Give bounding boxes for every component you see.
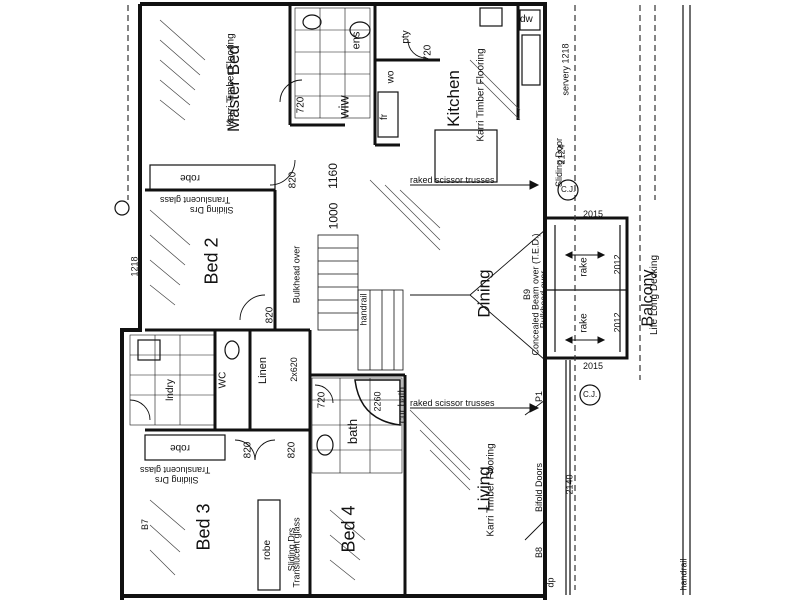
bulkhead-label: Bulkhead over: [291, 245, 302, 304]
truss-arrows: [410, 180, 606, 413]
room-wo: wo: [385, 70, 397, 84]
dim-2015-a: 2015: [583, 209, 604, 219]
handrail-edge: handrail: [678, 558, 689, 591]
toilet-wc: [224, 340, 240, 360]
dim-2x620: 2x620: [288, 357, 299, 382]
translucent-2: Translucent glass: [140, 465, 211, 475]
room-bed4: Bed 4: [338, 505, 359, 553]
b9-label: B9: [522, 288, 533, 301]
sliding-drs-1: Sliding Drs: [190, 205, 234, 215]
sliding-drs-2: Sliding Drs: [155, 475, 199, 485]
servery-label: servery 1218: [560, 43, 571, 96]
translucent-1: Translucent glass: [160, 195, 231, 205]
sink: [521, 34, 541, 86]
corner-bath: [354, 379, 401, 426]
kitchen-floor-label: Karri Timber Flooring: [475, 48, 487, 142]
toilet-ens: [302, 14, 322, 30]
dim-720-c: 720: [316, 391, 328, 409]
rake-1: rake: [578, 257, 590, 277]
bulkhead-over2-label: Bulkhead over: [538, 270, 549, 329]
room-bed2: Bed 2: [201, 237, 222, 285]
bath-tiles: [311, 377, 403, 474]
ensuite-tiles: [294, 7, 371, 119]
balcony-outline: [543, 216, 629, 360]
room-bath: bath: [345, 418, 361, 445]
dw-label: dw: [520, 14, 533, 25]
room-bed3: Bed 3: [193, 503, 214, 551]
cj-bottom: [579, 384, 601, 406]
room-lndry: lndry: [164, 379, 176, 401]
eaves-lines: [127, 5, 656, 590]
dp-label: dp: [545, 577, 556, 588]
basin-bath: [316, 434, 334, 456]
bifold-label: Bifold Doors: [534, 462, 545, 513]
staircase: [317, 234, 404, 371]
rake-2: rake: [578, 313, 590, 333]
basin-ens: [349, 21, 371, 39]
robe-bed4: [257, 499, 281, 591]
cj-top: [557, 179, 579, 201]
dim-2260: 2260: [372, 391, 383, 412]
laundry-tiles: [129, 334, 216, 426]
ceiling-hatching: [149, 19, 521, 581]
fridge: [377, 91, 399, 138]
room-pty: pty: [400, 30, 412, 44]
balcony-floor-label: Life Long Decking: [649, 254, 661, 336]
dim-2124: 2124: [556, 144, 567, 165]
kitchen-island: [434, 129, 498, 183]
door-swings: [129, 39, 427, 461]
room-ens: ens: [350, 31, 363, 50]
cj-left: [114, 200, 130, 216]
translucent-3: Translucent glass: [291, 517, 302, 588]
room-kitchen: Kitchen: [443, 70, 463, 127]
dim-820-a: 820: [287, 171, 299, 189]
dim-1000: 1000: [326, 202, 341, 230]
dim-2012-b: 2012: [612, 312, 623, 333]
robe-master: [149, 164, 276, 191]
b8-label: B8: [534, 546, 545, 559]
cnr-bath-label: cnr bath: [397, 386, 409, 424]
living-floor-label: Karri Timber Flooring: [485, 443, 497, 537]
dim-820-d: 820: [286, 441, 298, 459]
room-wc: WC: [217, 371, 229, 389]
p1-label: P1: [534, 390, 545, 403]
dim-720-a: 720: [295, 96, 307, 114]
dim-1160: 1160: [325, 163, 340, 189]
dim-1218: 1218: [129, 256, 140, 277]
laundry-trough: [137, 339, 161, 361]
cj-label-bottom: C.J.: [583, 390, 598, 399]
room-robe-bed3: robe: [170, 442, 191, 453]
master-floor-label: Karri Timber Flooring: [225, 33, 237, 127]
handrail-stair: handrail: [358, 293, 369, 326]
dim-720-b: 720: [422, 44, 434, 62]
room-robe-master: robe: [180, 172, 201, 183]
dim-2012-a: 2012: [612, 254, 623, 275]
room-dining: Dining: [474, 269, 494, 318]
robe-bed3: [144, 434, 226, 461]
cooktop: [479, 7, 503, 27]
b7-label: B7: [140, 518, 151, 531]
dishwasher: [519, 9, 541, 31]
dim-820-c: 820: [242, 441, 254, 459]
dim-2015-b: 2015: [583, 361, 604, 371]
dim-2140: 2140: [564, 474, 575, 495]
dim-820-b: 820: [264, 306, 276, 324]
room-linen: Linen: [256, 357, 269, 384]
room-fr: fr: [379, 113, 391, 121]
room-wiw: wiw: [335, 95, 352, 119]
ridge-lines: [410, 229, 546, 560]
raked-trusses-top: raked scissor trusses: [410, 175, 495, 185]
handrail-line: [565, 5, 691, 595]
cj-label-top: C.J.: [561, 185, 576, 194]
raked-trusses-bottom: raked scissor trusses: [410, 398, 495, 408]
room-robe-bed4: robe: [262, 539, 274, 561]
